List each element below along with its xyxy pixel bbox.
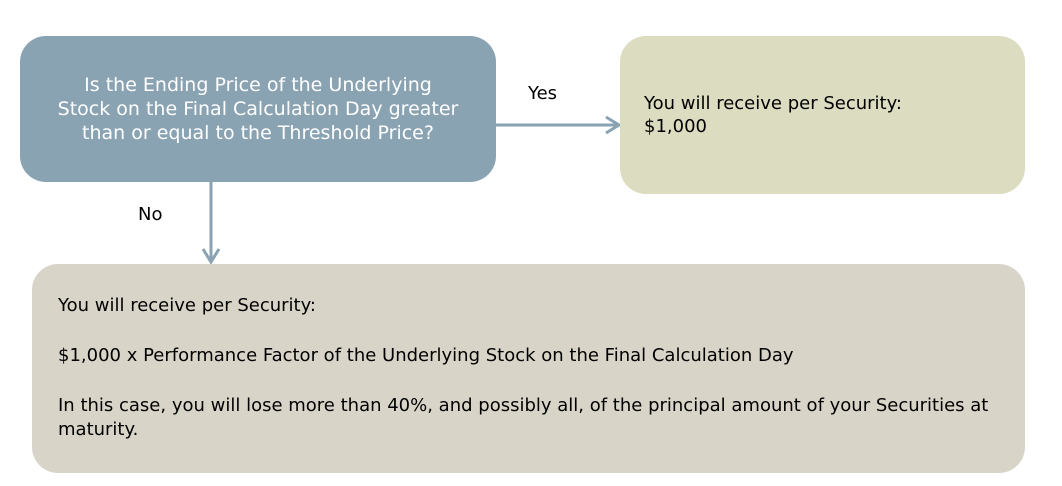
yes-outcome-intro: You will receive per Security:: [644, 93, 902, 114]
no-outcome-formula: $1,000 x Performance Factor of the Under…: [58, 345, 794, 366]
decision-line: Stock on the Final Calculation Day great…: [57, 98, 459, 120]
yes-arrow: [496, 115, 622, 135]
decision-text: Is the Ending Price of the Underlying St…: [58, 73, 459, 145]
decision-box: Is the Ending Price of the Underlying St…: [20, 36, 496, 182]
no-outcome-intro: You will receive per Security:: [58, 295, 316, 316]
no-outcome-box: You will receive per Security: $1,000 x …: [32, 264, 1025, 473]
yes-label: Yes: [528, 83, 558, 104]
yes-outcome-box: You will receive per Security: $1,000: [620, 36, 1025, 194]
no-outcome-warning: In this case, you will lose more than 40…: [58, 395, 989, 440]
decision-line: than or equal to the Threshold Price?: [82, 122, 434, 144]
yes-outcome-amount: $1,000: [644, 116, 707, 137]
no-arrow: [201, 182, 221, 265]
decision-line: Is the Ending Price of the Underlying: [84, 74, 432, 96]
no-label: No: [138, 204, 163, 225]
